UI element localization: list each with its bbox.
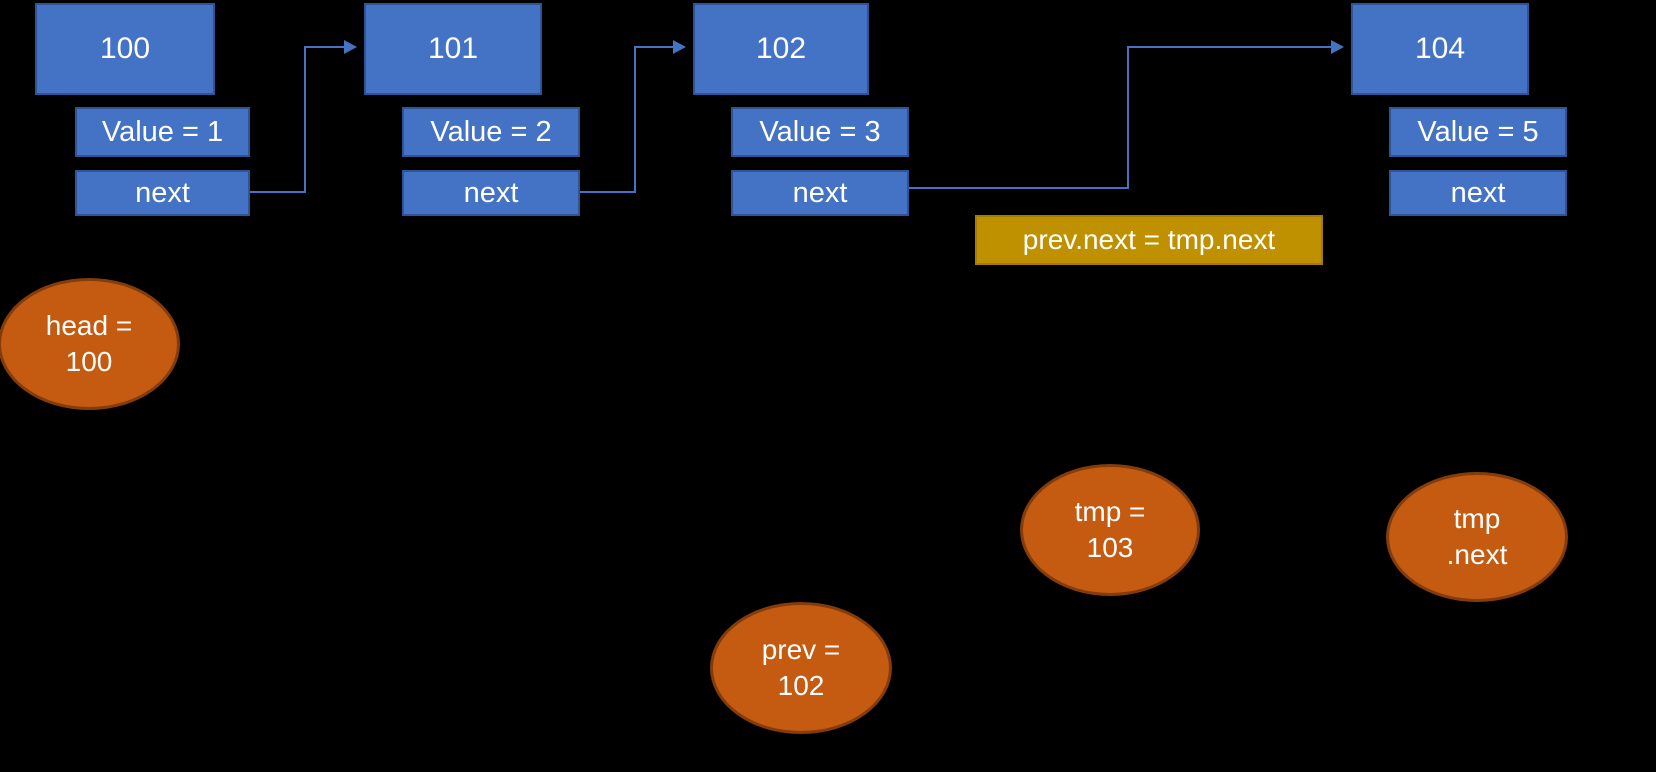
node-next-box-101[interactable]: next	[402, 170, 580, 216]
node-next-box-104[interactable]: next	[1389, 170, 1567, 216]
node-value-box-101[interactable]: Value = 2	[402, 107, 580, 157]
connector-102-to-104-arrowhead	[1331, 40, 1344, 54]
node-next-box-100[interactable]: next	[75, 170, 250, 216]
variable-ellipse-tmp: tmp = 103	[1020, 464, 1200, 596]
code-annotation-label: prev.next = tmp.next	[975, 215, 1323, 265]
connector-100-to-101-arrowhead	[344, 40, 357, 54]
connector-101-to-102	[580, 40, 686, 193]
connector-101-to-102-arrowhead	[673, 40, 686, 54]
variable-ellipse-prev: prev = 102	[710, 602, 892, 734]
node-next-box-102[interactable]: next	[731, 170, 909, 216]
node-address-box-100[interactable]: 100	[35, 3, 215, 95]
node-address-box-101[interactable]: 101	[364, 3, 542, 95]
node-value-box-102[interactable]: Value = 3	[731, 107, 909, 157]
variable-ellipse-head: head = 100	[0, 278, 180, 410]
connector-100-to-101	[250, 40, 357, 193]
node-value-box-104[interactable]: Value = 5	[1389, 107, 1567, 157]
node-address-box-104[interactable]: 104	[1351, 3, 1529, 95]
variable-ellipse-tmp: tmp .next	[1386, 472, 1568, 602]
connector-102-to-104	[909, 40, 1344, 189]
node-address-box-102[interactable]: 102	[693, 3, 869, 95]
node-value-box-100[interactable]: Value = 1	[75, 107, 250, 157]
